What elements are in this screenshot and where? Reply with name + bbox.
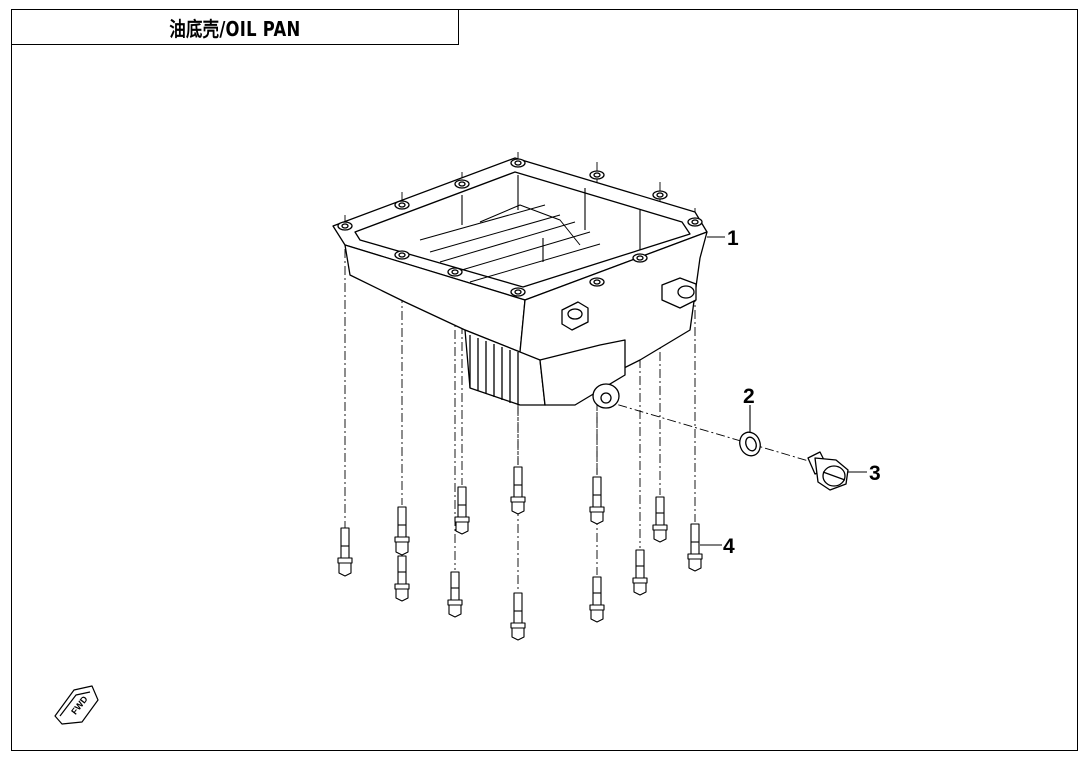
bolt (337, 527, 353, 577)
bolt (652, 496, 668, 543)
bolt (447, 571, 463, 618)
title-box: 油底壳/OIL PAN (11, 9, 459, 45)
washer (739, 431, 761, 457)
bolt (454, 486, 470, 535)
callout-4: 4 (723, 535, 735, 558)
bolt (510, 592, 526, 641)
leader-lines (700, 236, 867, 546)
bolt (394, 506, 410, 556)
bolt (510, 466, 526, 515)
page-title: 油底壳/OIL PAN (169, 16, 301, 41)
bolt (589, 476, 605, 525)
bolt (589, 576, 605, 623)
callout-3: 3 (869, 462, 881, 485)
bolt (394, 555, 410, 602)
fwd-arrow-icon: FWD (54, 685, 99, 725)
drain-plug (807, 451, 849, 491)
bolt (687, 523, 703, 572)
bolt (632, 549, 648, 596)
drawing-frame (11, 9, 1078, 751)
callout-1: 1 (727, 227, 739, 250)
callout-2: 2 (743, 385, 755, 408)
oil-pan (332, 157, 708, 409)
bolt-set (337, 466, 703, 641)
